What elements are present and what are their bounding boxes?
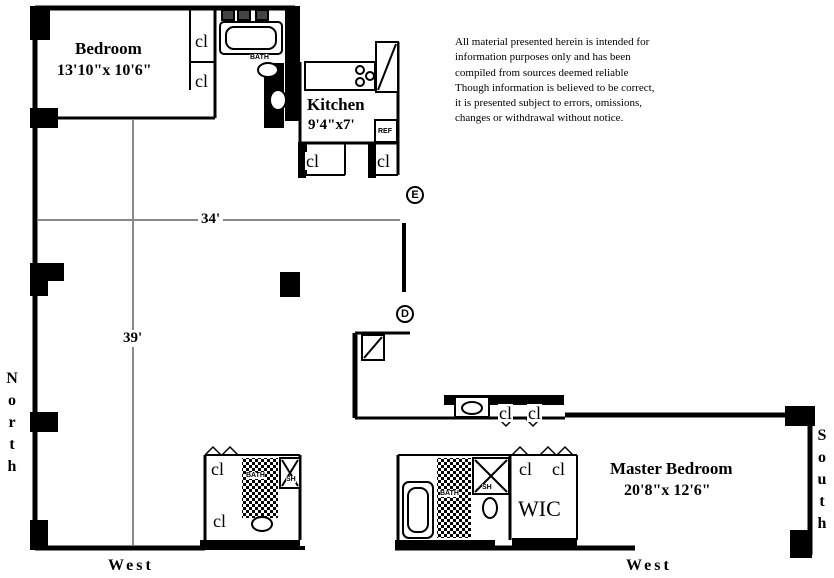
entry-marker-e: E: [406, 186, 424, 204]
closet-label: cl: [518, 459, 533, 479]
bedroom-label: Bedroom: [75, 39, 142, 58]
width-dimension: 34': [198, 211, 224, 228]
shower-label: SH: [286, 476, 296, 483]
closet-label: cl: [194, 71, 209, 91]
closet-doors: [204, 417, 574, 456]
north-label: N o r t h: [6, 370, 18, 475]
closet-label: cl: [194, 31, 209, 51]
west-label-right: West: [626, 557, 672, 574]
dimension-lines: [38, 120, 400, 545]
kitchen-label: Kitchen: [307, 95, 365, 115]
bath-label: BATH: [440, 490, 459, 497]
master-bedroom-label: Master Bedroom: [610, 459, 733, 478]
closet-label: cl: [305, 151, 320, 171]
bath-label: BATH: [246, 472, 265, 479]
south-label: S o u t h: [817, 427, 827, 532]
closet-label: cl: [212, 511, 227, 531]
closet-label: cl: [210, 459, 225, 479]
closet-label: cl: [551, 459, 566, 479]
entry-marker-d: D: [396, 305, 414, 323]
bedroom-size: 13'10"x 10'6": [57, 62, 152, 79]
closet-label: cl: [376, 151, 391, 171]
master-bedroom-size: 20'8"x 12'6": [624, 482, 711, 499]
ref-label: REF: [378, 128, 392, 135]
wic-label: WIC: [517, 496, 562, 521]
closet-label: cl: [498, 403, 513, 423]
wall-blocks: [30, 6, 815, 558]
shower-label: SH: [482, 484, 492, 491]
west-label-left: West: [108, 557, 154, 574]
fixtures: [219, 9, 510, 539]
bath-label: BATH: [250, 54, 269, 61]
kitchen-size: 9'4"x7': [308, 117, 355, 134]
closet-label: cl: [527, 403, 542, 423]
length-dimension: 39': [120, 330, 146, 347]
disclaimer-text: All material presented herein is intende…: [455, 36, 655, 125]
tile-patterns: [242, 458, 471, 538]
